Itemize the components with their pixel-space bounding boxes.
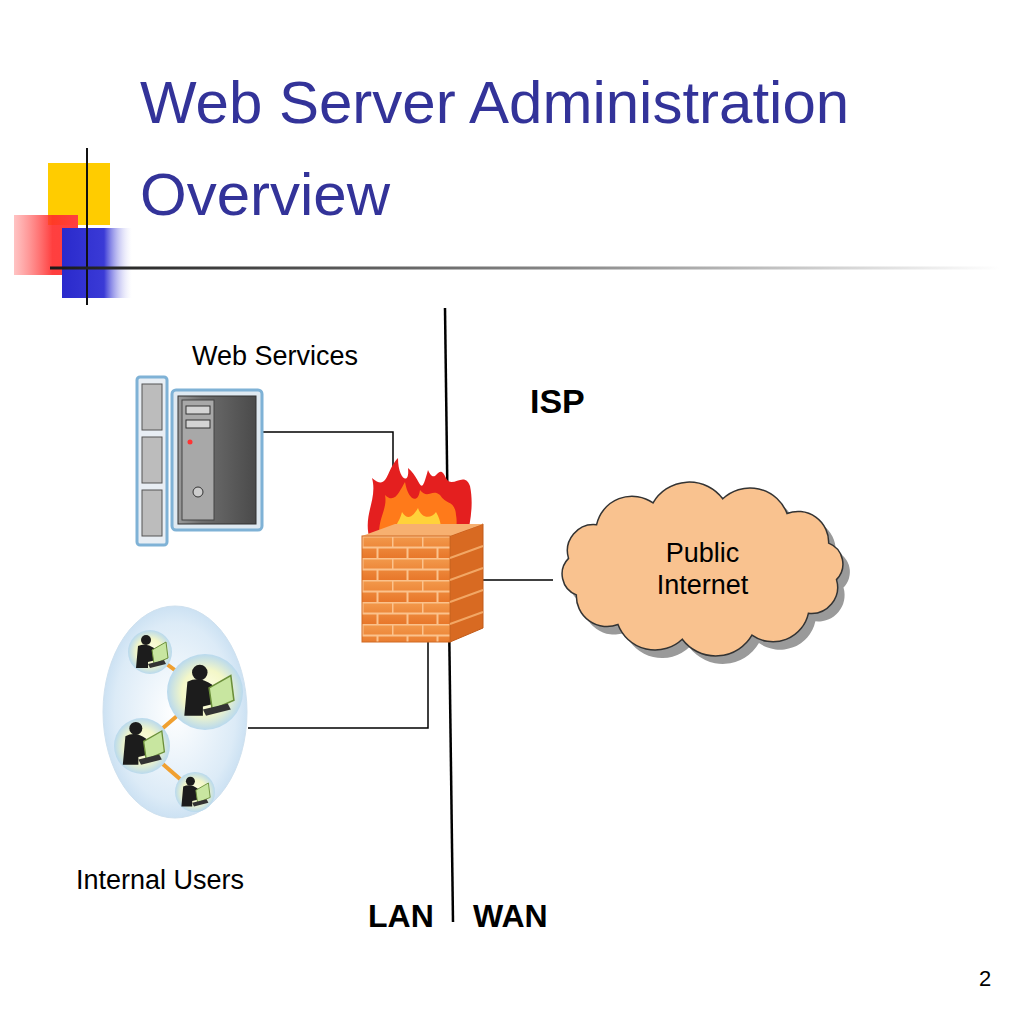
cloud-shape <box>545 478 860 660</box>
network-wire <box>483 579 553 581</box>
network-zone-label: WAN <box>473 898 548 935</box>
server-icon <box>188 440 193 445</box>
network-zone-label: LAN <box>368 898 434 935</box>
slide-number: 2 <box>979 966 991 991</box>
server-icon <box>142 490 162 536</box>
users-illustration <box>128 630 172 674</box>
users-illustration <box>103 606 247 818</box>
server-icon <box>186 406 210 414</box>
cloud-outline <box>562 482 843 656</box>
title-decoration <box>62 228 132 298</box>
server-icon <box>186 420 210 428</box>
server-icon <box>137 377 167 545</box>
users-illustration <box>175 772 215 812</box>
title-decoration <box>86 148 88 305</box>
icon-label: Web Services <box>192 340 358 372</box>
server-icon <box>137 377 262 545</box>
slide-title: Web Server Administration Overview <box>140 57 1010 241</box>
server-node: Web Services <box>165 338 385 374</box>
users-illustration <box>184 665 234 716</box>
cloud-label: Public Internet <box>628 537 778 602</box>
server-icon <box>142 437 162 483</box>
users-illustration <box>114 718 170 774</box>
icon-label: Internal Users <box>76 864 244 896</box>
cloud-node: Public Internet <box>545 478 860 660</box>
users-illustration <box>103 606 247 818</box>
firewall-icon <box>362 536 450 642</box>
network-wire <box>248 432 553 728</box>
users-node: Internal Users <box>40 862 280 898</box>
users-illustration <box>181 777 210 807</box>
server-icon <box>178 396 256 524</box>
server-icon <box>172 390 262 530</box>
users-illustration <box>136 635 168 668</box>
users-illustration <box>167 654 243 730</box>
firewall-icon <box>362 524 483 536</box>
title-decoration <box>50 267 1000 270</box>
server-icon <box>193 487 203 497</box>
server-icon <box>142 384 162 430</box>
users-illustration <box>123 722 165 765</box>
server-icon <box>182 400 214 520</box>
firewall-icon <box>450 546 483 624</box>
firewall-icon <box>362 458 483 642</box>
network-wire <box>248 638 428 728</box>
firewall-icon <box>450 524 483 642</box>
network-zone-label: ISP <box>530 382 585 421</box>
